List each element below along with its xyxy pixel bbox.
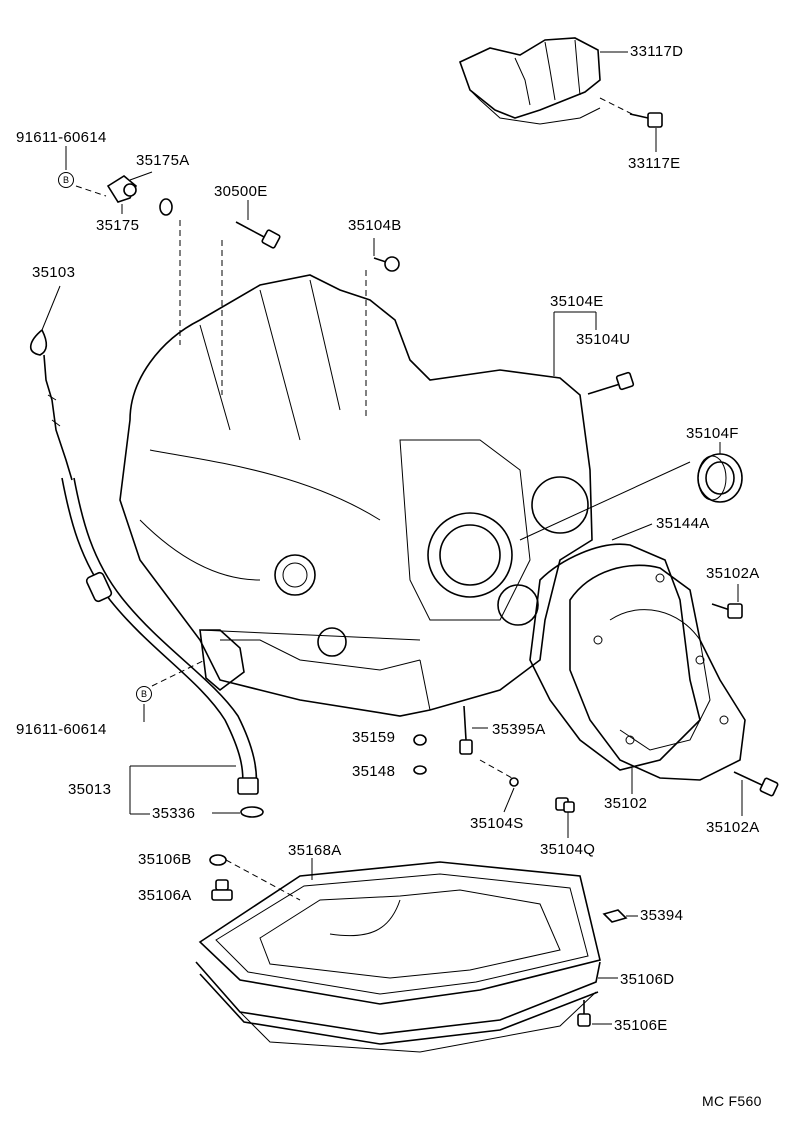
label-30500E: 30500E bbox=[214, 183, 268, 200]
label-35104E: 35104E bbox=[550, 293, 604, 310]
leader-35175A bbox=[129, 171, 153, 181]
oring-35175A bbox=[159, 198, 173, 216]
bolt-35106E bbox=[577, 1000, 591, 1027]
label-33117D: 33117D bbox=[630, 43, 684, 60]
label-35104Q: 35104Q bbox=[540, 841, 596, 858]
bolt-marker-bottom: B bbox=[136, 686, 152, 702]
transaxle-case bbox=[119, 274, 593, 717]
bracket-33117D bbox=[459, 37, 601, 125]
leader-35104S bbox=[503, 787, 515, 813]
nut-35159 bbox=[413, 734, 427, 746]
label-35148: 35148 bbox=[352, 763, 396, 780]
part-35104S bbox=[509, 777, 519, 787]
label-35106D: 35106D bbox=[620, 971, 675, 988]
label-35103: 35103 bbox=[32, 264, 76, 281]
leader-35144A bbox=[611, 523, 653, 541]
label-35106A: 35106A bbox=[138, 887, 192, 904]
bolt-35104U bbox=[587, 371, 635, 395]
plug-35106A bbox=[211, 879, 233, 901]
dipstick-35103 bbox=[30, 329, 73, 481]
dash-bolt-top bbox=[75, 185, 107, 197]
label-33117E: 33117E bbox=[628, 155, 681, 172]
figure-code: MC F560 bbox=[702, 1093, 762, 1109]
bolt-marker-top: B bbox=[58, 172, 74, 188]
bolt-35102A-bottom bbox=[733, 771, 779, 797]
label-35106B: 35106B bbox=[138, 851, 192, 868]
label-35102A-top: 35102A bbox=[706, 565, 760, 582]
label-35104S: 35104S bbox=[470, 815, 524, 832]
label-35168A: 35168A bbox=[288, 842, 342, 859]
plug-35104B bbox=[373, 256, 400, 272]
label-35394: 35394 bbox=[640, 907, 684, 924]
dash-35106B bbox=[225, 859, 301, 901]
bolt-35102A-top bbox=[711, 603, 743, 619]
washer-35106B bbox=[209, 854, 227, 866]
label-35104U: 35104U bbox=[576, 331, 631, 348]
label-35104B: 35104B bbox=[348, 217, 402, 234]
label-35395A: 35395A bbox=[492, 721, 546, 738]
magnet-35394 bbox=[602, 909, 628, 923]
bolt-33117E bbox=[629, 112, 663, 128]
label-35102: 35102 bbox=[604, 795, 648, 812]
label-91611-bottom: 91611-60614 bbox=[16, 721, 107, 738]
label-35336: 35336 bbox=[152, 805, 196, 822]
pan-lower-35106D bbox=[195, 961, 601, 1053]
dash-35104S bbox=[479, 759, 513, 779]
gasket-35144A bbox=[529, 543, 701, 771]
bolt-30500E bbox=[235, 221, 281, 249]
leader-35013 bbox=[129, 765, 236, 815]
label-35159: 35159 bbox=[352, 729, 396, 746]
label-35144A: 35144A bbox=[656, 515, 710, 532]
cover-35102 bbox=[569, 564, 746, 781]
dash-33117E bbox=[599, 97, 633, 115]
label-91611-top: 91611-60614 bbox=[16, 129, 107, 146]
oil-pan-35168A bbox=[198, 861, 601, 1005]
label-35106E: 35106E bbox=[614, 1017, 668, 1034]
leader-35104E bbox=[553, 311, 597, 376]
seal-35104F bbox=[697, 453, 743, 503]
label-35104F: 35104F bbox=[686, 425, 739, 442]
pin-35395A bbox=[459, 705, 473, 755]
plug-35104Q bbox=[555, 797, 575, 813]
leader-35103 bbox=[41, 285, 61, 331]
label-35175: 35175 bbox=[96, 217, 140, 234]
tube-35013 bbox=[61, 477, 259, 795]
line-seal-to-case bbox=[519, 461, 691, 541]
oring-35336 bbox=[240, 806, 264, 818]
label-35175A: 35175A bbox=[136, 152, 190, 169]
label-35013: 35013 bbox=[68, 781, 112, 798]
sensor-35175 bbox=[106, 175, 137, 203]
washer-35148 bbox=[413, 765, 427, 775]
label-35102A-bottom: 35102A bbox=[706, 819, 760, 836]
